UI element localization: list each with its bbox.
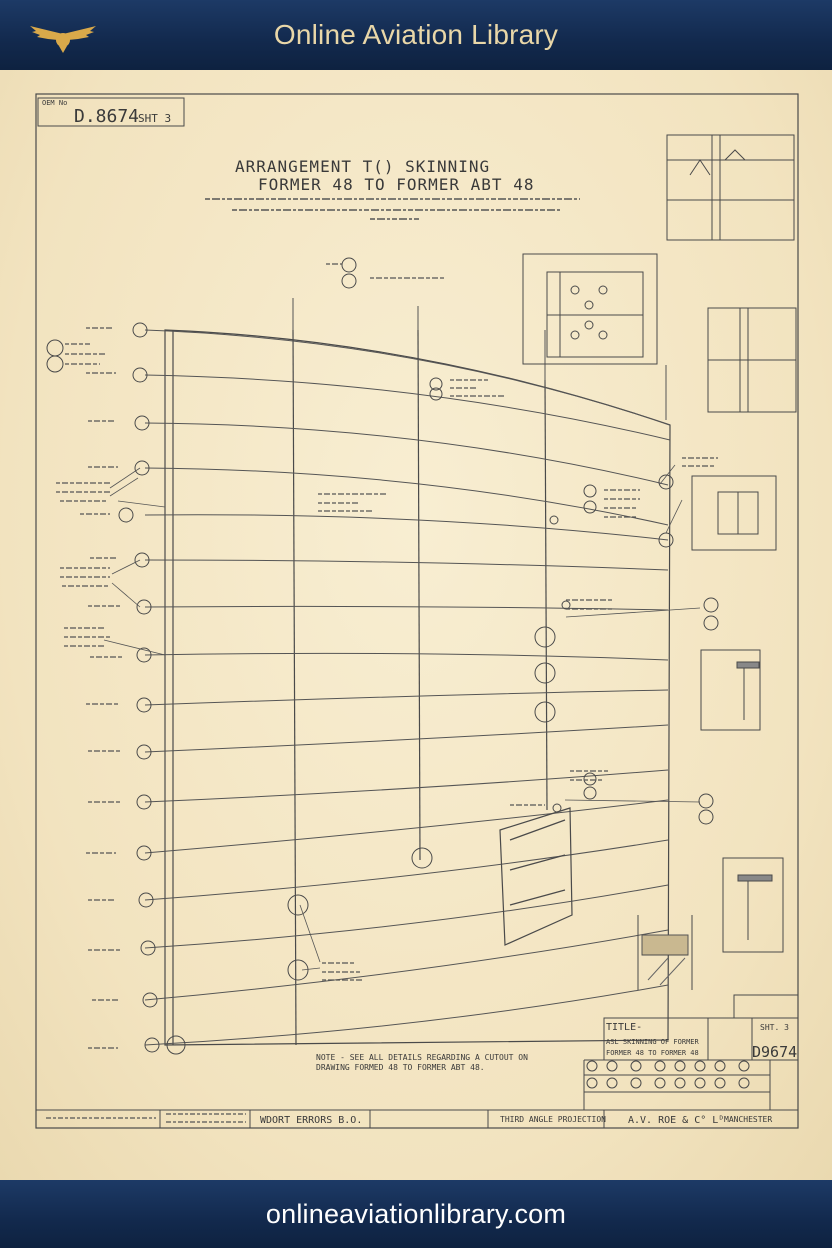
blueprint-drawing: OEM No D.8674 SHT 3 ARRANGEMENT T() SKIN… (35, 93, 799, 1129)
wings-logo-icon (30, 26, 96, 53)
header-banner: Online Aviation Library (0, 0, 832, 70)
note-line1: NOTE - SEE ALL DETAILS REGARDING A CUTOU… (316, 1053, 528, 1062)
bottom-strip-labels (46, 1113, 246, 1123)
stringer-lines (144, 329, 671, 1046)
detail-view-5 (700, 649, 761, 731)
cutout-outline (499, 807, 573, 946)
svg-text:OEM No: OEM No (42, 99, 67, 107)
bottom-left-text: WDORT ERRORS B.O. (260, 1115, 362, 1126)
detail-view-3 (707, 307, 797, 413)
title-block-line1: ASL SKINNING OF FORMER (606, 1038, 700, 1046)
title-block-drawing-no: D9674 (752, 1043, 797, 1061)
stringer-callouts (46, 257, 719, 1055)
drawing-border (35, 93, 799, 1129)
site-title: Online Aviation Library (273, 19, 559, 50)
title-notes (205, 198, 580, 220)
vertical-markers (292, 298, 667, 420)
sheet-id-label: D.8674 (74, 106, 139, 127)
drawing-title-line2: FORMER 48 TO FORMER ABT 48 (258, 175, 534, 194)
blueprint-sheet: OEM No D.8674 SHT 3 ARRANGEMENT T() SKIN… (0, 70, 832, 1180)
city-text: MANCHESTER (724, 1115, 772, 1124)
title-block (36, 994, 799, 1128)
title-block-circles (586, 1060, 750, 1089)
detail-view-6 (722, 857, 784, 953)
detail-view-4 (691, 475, 777, 551)
title-block-line2: FORMER 48 TO FORMER 48 (606, 1049, 699, 1057)
drawing-title-line1: ARRANGEMENT T() SKINNING (235, 157, 490, 176)
detail-view-1 (666, 134, 795, 241)
left-labels (56, 263, 718, 1049)
skin-panel (164, 329, 671, 1046)
detail-view-7 (637, 915, 693, 990)
title-block-label: TITLE- (606, 1022, 642, 1033)
detail-view-2 (522, 253, 658, 365)
projection-text: THIRD ANGLE PROJECTION (500, 1115, 606, 1124)
company-text: A.V. ROE & C° Lᴰ (628, 1115, 724, 1126)
leader-lines (103, 464, 701, 971)
sheet-id-box (37, 97, 185, 127)
note-line2: DRAWING FORMED 48 TO FORMER ABT 48. (316, 1063, 485, 1072)
site-url[interactable]: onlineaviationlibrary.com (265, 1198, 567, 1229)
sheet-number: SHT 3 (138, 112, 171, 125)
footer-banner: onlineaviationlibrary.com (0, 1180, 832, 1248)
title-block-sheet: SHT. 3 (760, 1023, 789, 1032)
